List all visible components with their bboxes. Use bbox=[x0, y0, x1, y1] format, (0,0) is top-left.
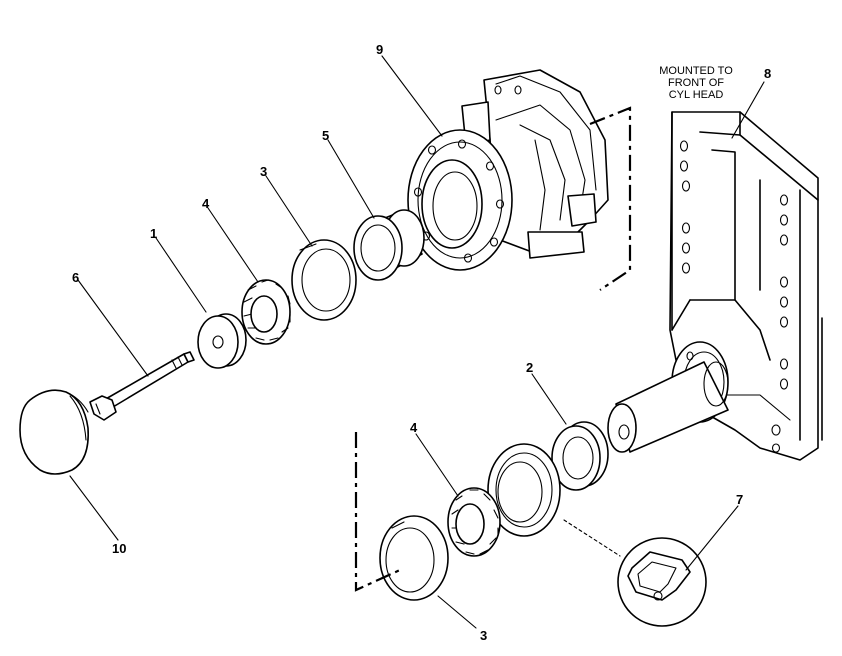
callout-3-upper: 3 bbox=[260, 164, 267, 179]
seal-detail-inset bbox=[563, 519, 707, 627]
spindle-shaft bbox=[607, 361, 729, 453]
hub-bolt-holes bbox=[413, 85, 522, 263]
bolt-holes-column-left bbox=[679, 140, 691, 274]
leader-lines bbox=[69, 55, 765, 629]
hub-housing bbox=[407, 69, 609, 271]
note-line-2: FRONT OF bbox=[668, 77, 724, 89]
callout-8: 8 bbox=[764, 66, 771, 81]
callout-3-lower: 3 bbox=[480, 628, 487, 643]
bearing-cup-5 bbox=[353, 209, 425, 281]
dust-cap-10 bbox=[19, 389, 89, 475]
note-line-1: MOUNTED TO bbox=[659, 65, 733, 77]
washer-1 bbox=[197, 313, 247, 369]
mounting-note: MOUNTED TO FRONT OF CYL HEAD bbox=[659, 65, 733, 101]
roller-bearing-upper bbox=[241, 279, 291, 345]
seal-ring-2 bbox=[551, 421, 609, 491]
callout-1: 1 bbox=[150, 226, 157, 241]
roller-bearing-lower bbox=[447, 487, 501, 557]
callout-7: 7 bbox=[736, 492, 743, 507]
note-line-3: CYL HEAD bbox=[669, 89, 724, 101]
callout-2: 2 bbox=[526, 360, 533, 375]
callout-5: 5 bbox=[322, 128, 329, 143]
callout-9: 9 bbox=[376, 42, 383, 57]
callout-labels: 9 5 3 4 1 6 10 2 4 3 7 8 bbox=[72, 42, 771, 643]
callout-4-upper: 4 bbox=[202, 196, 210, 211]
bearing-race-lower bbox=[379, 515, 449, 601]
callout-10: 10 bbox=[112, 541, 126, 556]
callout-4-lower: 4 bbox=[410, 420, 418, 435]
seal-lower bbox=[487, 443, 561, 537]
callout-6: 6 bbox=[72, 270, 79, 285]
bearing-race-upper bbox=[291, 239, 357, 321]
bolt-holes-column-right bbox=[771, 194, 789, 453]
assembly-dash-lines bbox=[354, 106, 632, 592]
bolt-6 bbox=[89, 351, 195, 421]
